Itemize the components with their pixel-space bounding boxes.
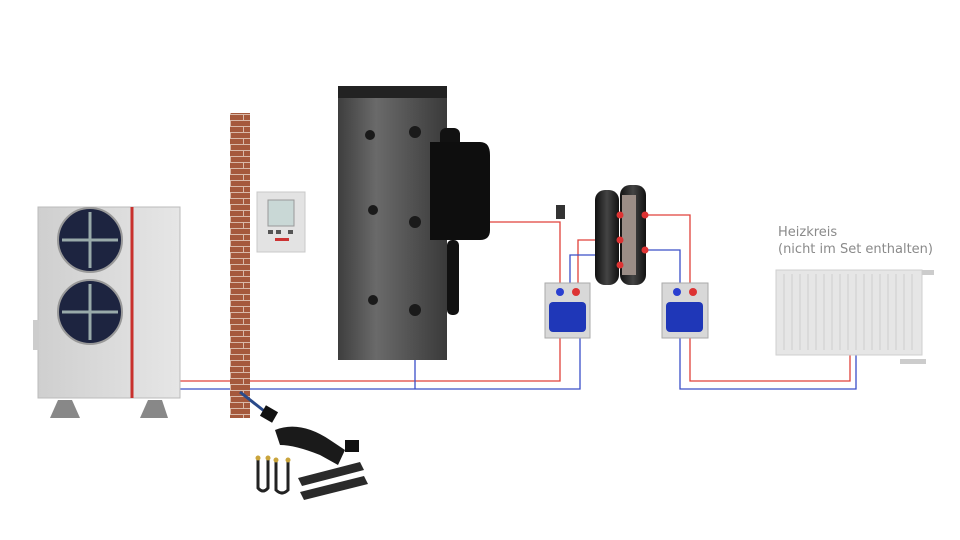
radiator [775,269,934,364]
return-pipes [180,249,857,390]
heat-pump-outdoor-unit [33,206,181,418]
room-controller [256,191,306,253]
heating-circuit-title: Heizkreis [778,225,838,240]
heating-circuit-note: (nicht im Set enthalten) [778,242,933,257]
heating-circuit-label: Heizkreis (nicht im Set enthalten) [778,224,933,258]
installation-accessories [239,390,368,500]
pump-station-2 [661,282,709,339]
brick-wall [230,113,250,418]
hydraulic-separator [595,185,649,285]
fan-icon [57,279,123,345]
fan-icon [57,207,123,273]
mixing-valve [556,205,565,219]
pump-station-1 [544,282,591,339]
buffer-storage-tank [338,86,490,360]
